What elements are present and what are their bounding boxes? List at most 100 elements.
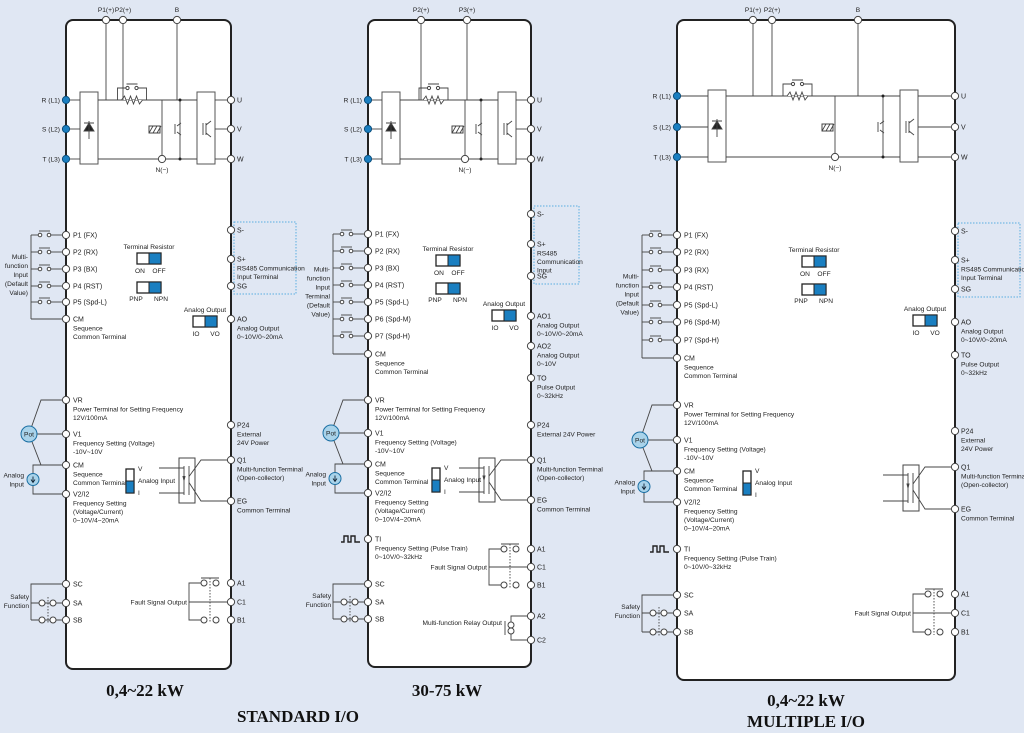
terminal-label: SG	[961, 287, 971, 294]
safety-contact-icon	[49, 599, 57, 607]
contact-icon	[348, 265, 354, 271]
terminal-description: (Open-collector)	[537, 475, 584, 482]
terminal-description: Common Terminal	[73, 334, 127, 341]
pnp-npn-knob	[447, 282, 461, 295]
terminal-a1	[226, 578, 236, 588]
terminal-description: Analog Output	[961, 329, 1003, 336]
analog-output-switch-title: Analog Output	[184, 307, 226, 314]
contact-icon	[657, 337, 663, 343]
terminal-v2-i2	[363, 488, 373, 498]
terminal-sg	[950, 284, 960, 294]
multi-function-input-label: Value)	[311, 312, 330, 319]
safety-contact-icon	[649, 609, 657, 617]
terminal-sa	[672, 608, 682, 618]
terminal-sminus	[526, 209, 536, 219]
safety-wire	[332, 583, 368, 619]
safety-function-label: Safety	[10, 594, 29, 601]
terminal-label: P24	[537, 423, 550, 430]
terminal-description: RS485 Communication	[237, 266, 305, 273]
terminal-description: (Open-collector)	[237, 475, 284, 482]
analog-input-source-label: Analog	[614, 480, 635, 487]
safety-wire	[641, 594, 677, 632]
terminal-description: External 24V Power	[537, 432, 596, 439]
terminal-resistor-switch-title: Terminal Resistor	[124, 244, 176, 251]
terminal-resistor-switch-knob	[148, 252, 162, 265]
contact-icon	[435, 85, 441, 91]
relay-contact-icon	[512, 581, 520, 589]
terminal-description: Sequence	[375, 471, 405, 478]
multi-function-input-label: Input	[315, 285, 330, 292]
terminal-description: Input	[537, 268, 552, 275]
pnp-label: PNP	[129, 296, 143, 303]
terminal-w	[226, 154, 236, 164]
terminal-ti	[672, 544, 682, 554]
terminal-label: V1	[73, 432, 82, 439]
terminal-splus	[526, 239, 536, 249]
terminal-top	[101, 15, 111, 25]
terminal-description: 0~32kHz	[537, 393, 563, 400]
terminal-w	[950, 152, 960, 162]
terminal-label: SB	[73, 618, 83, 625]
pnp-label: PNP	[794, 298, 808, 305]
relay-contact-icon	[936, 590, 944, 598]
power-output-label: U	[537, 98, 542, 105]
analog-output-switch-right-label: VO	[509, 325, 519, 332]
contact-icon	[648, 337, 654, 343]
terminal-description: Pulse Output	[537, 385, 575, 392]
terminal-n	[460, 154, 470, 164]
power-input-label: R (L1)	[653, 94, 671, 101]
contact-icon	[648, 232, 654, 238]
terminal-description: 0~10V/0~32kHz	[684, 564, 731, 571]
terminal-label: EG	[961, 507, 971, 514]
terminal-description: Sequence	[73, 326, 103, 333]
analog-input-source-label: Analog	[305, 472, 326, 479]
analog-input-v-label: V	[444, 465, 449, 472]
terminal-description: 0~10V/0~20mA	[961, 337, 1007, 344]
analog-input-i-label: I	[444, 489, 446, 496]
terminal-label: C1	[237, 600, 246, 607]
multi-function-relay-output-label: Multi-function Relay Output	[422, 620, 502, 627]
terminal-p6	[672, 317, 682, 327]
terminal-description: Common Terminal	[375, 369, 429, 376]
terminal-description: Common Terminal	[684, 373, 738, 380]
terminal-label: P7 (Spd-H)	[684, 338, 719, 345]
terminal-label: CM	[73, 317, 84, 324]
terminal-label: V2/I2	[684, 500, 700, 507]
terminal-description: Frequency Setting (Voltage)	[375, 440, 457, 447]
igbt-icon	[905, 118, 915, 136]
safety-function-label: Function	[4, 603, 30, 610]
terminal-description: Common Terminal	[237, 508, 291, 515]
analog-output-switch-right-label: VO	[210, 331, 220, 338]
terminal-resistor-switch-title: Terminal Resistor	[789, 247, 841, 254]
contact-icon	[339, 282, 345, 288]
terminal-label: SC	[684, 593, 694, 600]
terminal-v	[526, 124, 536, 134]
top-terminal-label: P2(+)	[413, 7, 429, 14]
standard-io-title: STANDARD I/O	[237, 707, 359, 726]
terminal-vr	[363, 395, 373, 405]
contact-icon	[648, 284, 654, 290]
bypass-contact-icon	[117, 83, 147, 100]
terminal-label: SG	[237, 284, 247, 291]
relay-contact-icon	[507, 621, 515, 629]
relay-contact-icon	[200, 616, 208, 624]
terminal-t	[363, 154, 373, 164]
terminal-cm	[61, 314, 71, 324]
top-terminal-label: P2(+)	[115, 7, 131, 14]
terminal-sc	[363, 579, 373, 589]
contact-icon	[348, 248, 354, 254]
terminal-r	[363, 95, 373, 105]
terminal-u	[226, 95, 236, 105]
